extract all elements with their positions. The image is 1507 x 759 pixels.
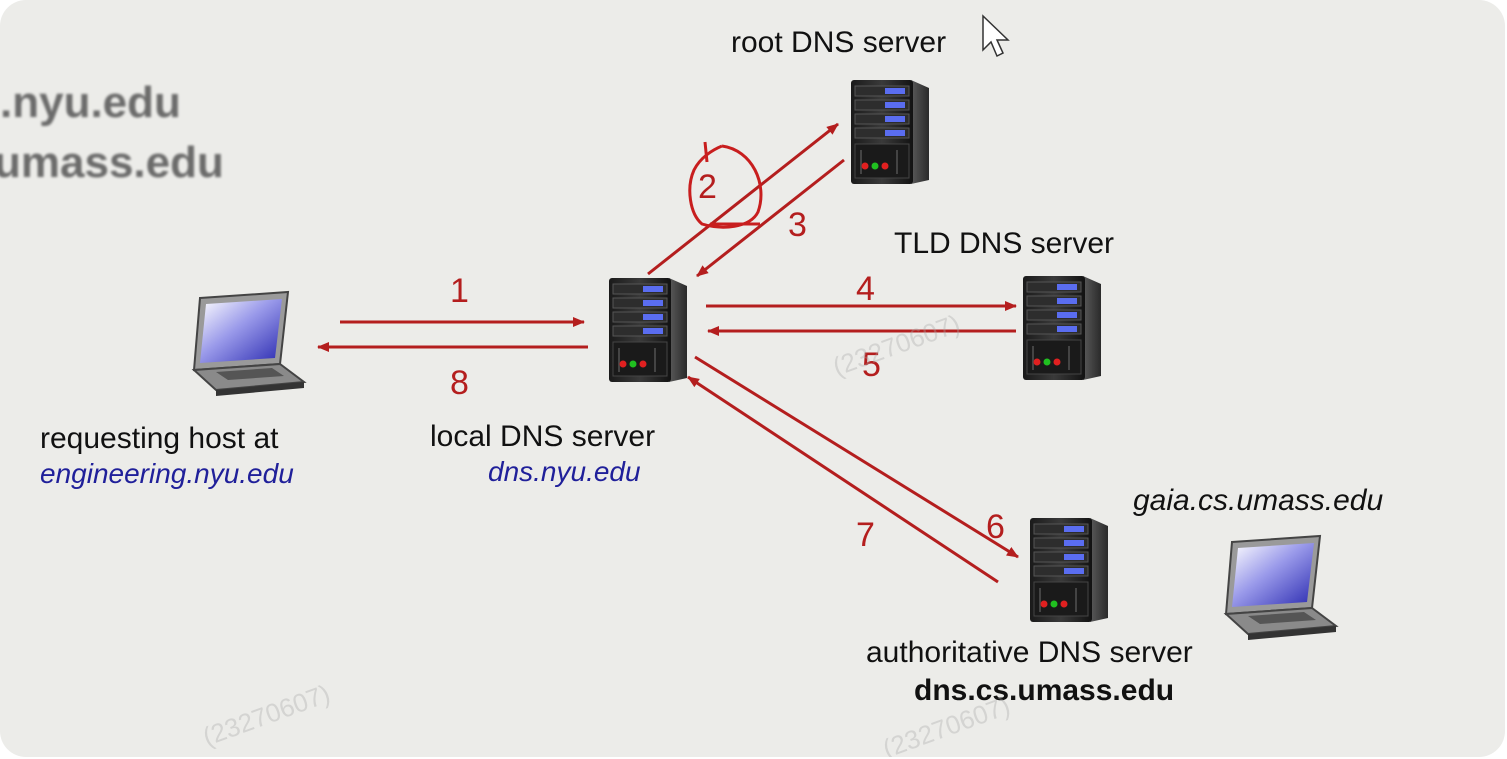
root-dns-server-label: root DNS server — [731, 26, 947, 59]
step-number-3: 3 — [788, 206, 807, 244]
step-number-1: 1 — [450, 272, 469, 310]
authoritative-dns-server-icon — [1029, 517, 1109, 623]
requesting-host-laptop-icon — [193, 291, 305, 397]
mouse-cursor-icon — [982, 14, 1010, 58]
authoritative-dns-server-label: authoritative DNS server — [866, 636, 1193, 669]
step-number-8: 8 — [450, 364, 469, 402]
step-number-6: 6 — [986, 508, 1005, 546]
arrow-step-7 — [687, 375, 999, 584]
arrow-step-2 — [647, 122, 839, 276]
handwritten-circle-annotation — [688, 141, 763, 229]
arrow-step-6 — [694, 355, 1019, 559]
local-dns-server-hostname: dns.nyu.edu — [488, 456, 641, 487]
step-number-2: 2 — [698, 168, 717, 206]
local-dns-server-label: local DNS server — [430, 420, 656, 453]
tld-dns-server-label: TLD DNS server — [894, 227, 1115, 260]
requesting-host-hostname: engineering.nyu.edu — [40, 458, 294, 489]
local-dns-server-icon — [608, 277, 688, 383]
root-dns-server-icon — [850, 79, 930, 185]
partial-text-nyu: .nyu.edu — [0, 78, 181, 127]
authoritative-dns-server-hostname: dns.cs.umass.edu — [914, 674, 1175, 707]
partial-text-umass: umass.edu — [0, 138, 224, 187]
requesting-host-label: requesting host at — [40, 422, 279, 455]
step-number-5: 5 — [862, 346, 881, 384]
target-host-laptop-icon — [1225, 535, 1337, 641]
arrow-step-3 — [696, 158, 845, 278]
tld-dns-server-icon — [1022, 275, 1102, 381]
step-number-4: 4 — [856, 270, 875, 308]
step-number-7: 7 — [856, 516, 875, 554]
target-host-hostname: gaia.cs.umass.edu — [1133, 484, 1384, 517]
